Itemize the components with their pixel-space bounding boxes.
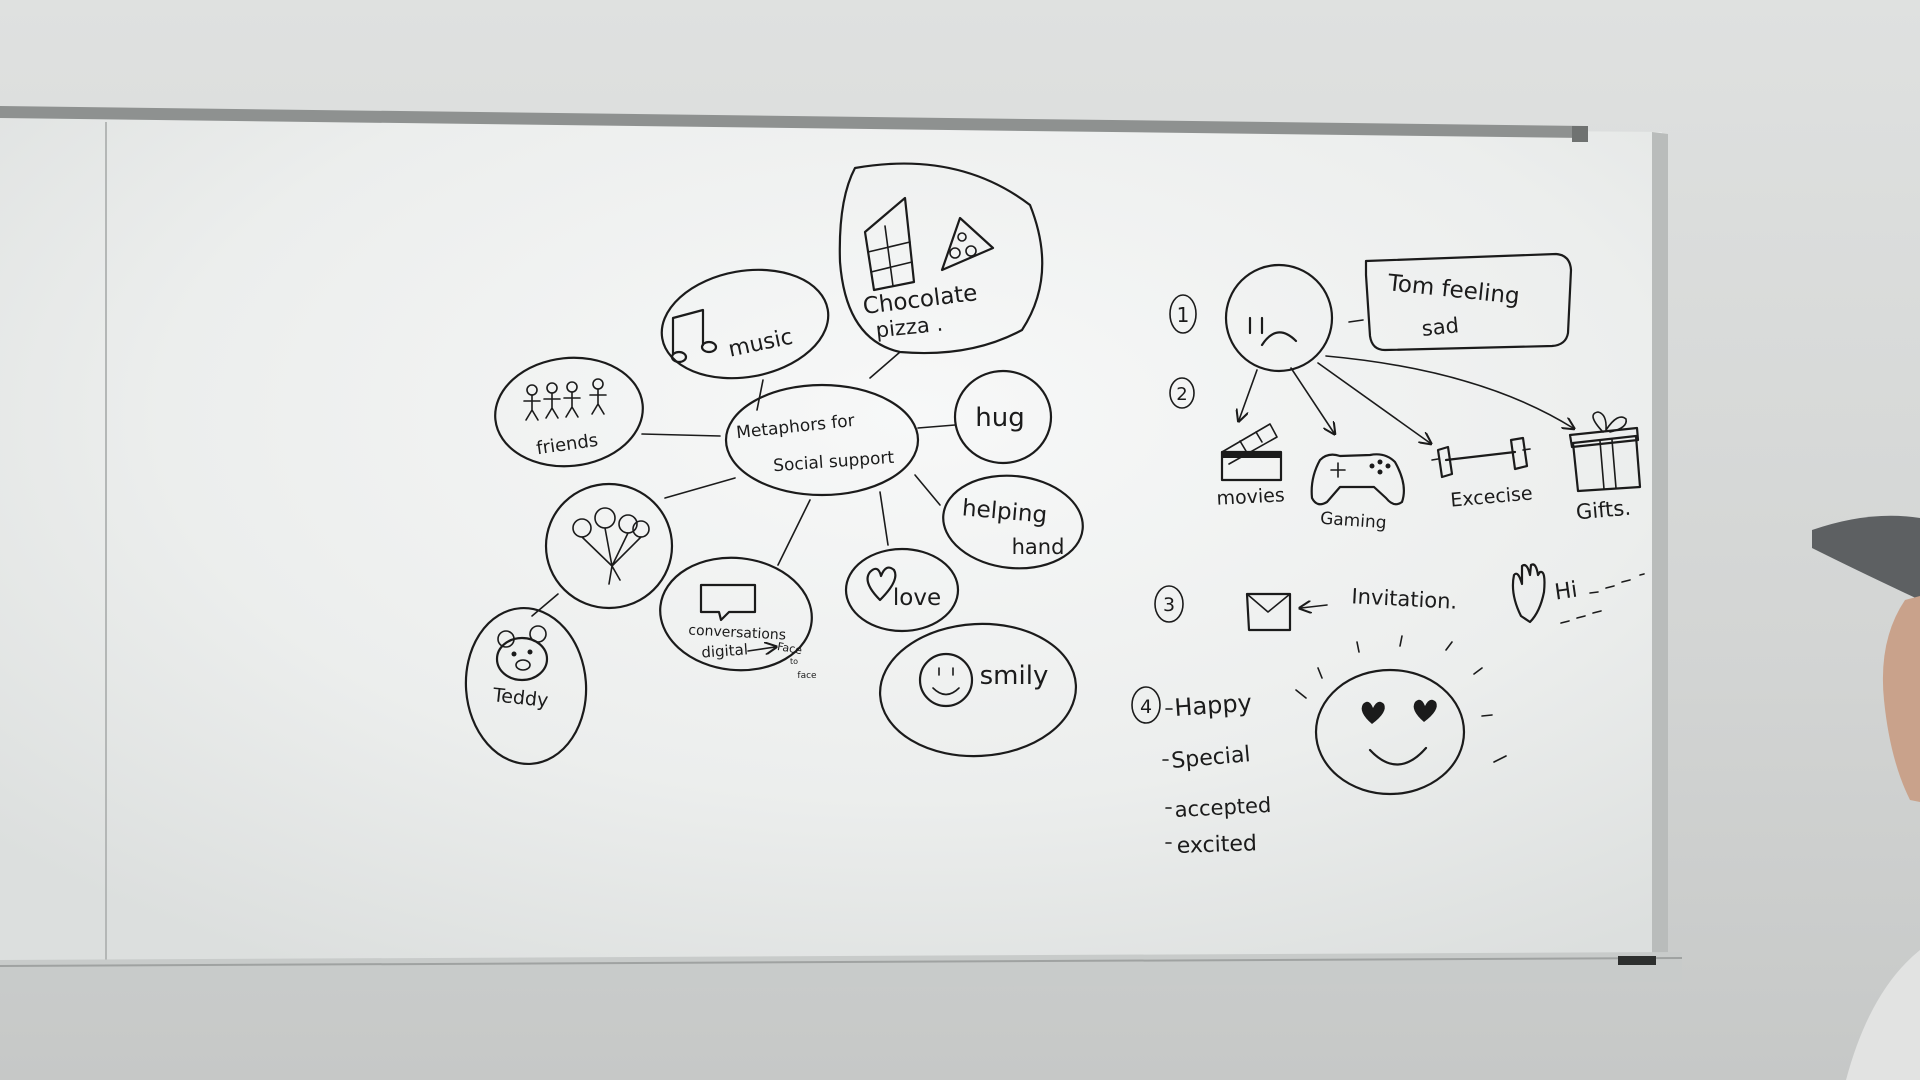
top-rail-cap [1572,126,1588,142]
smiley-face-icon [918,652,974,708]
speech-bubble-icon [699,583,757,622]
step2-number: 2 [1176,384,1187,405]
mindmap-music-node: music [660,268,830,380]
feeling-excited: excited [1176,831,1257,859]
brand-label [1618,956,1656,965]
hug-label: hug [975,403,1024,433]
conversations-label: conversations [688,622,786,643]
digital-to-face-arrow [747,647,775,651]
whiteboard-surface [0,118,1662,966]
person-face [1882,596,1920,802]
person-shoulder [1846,950,1920,1080]
mindmap-teddy-node: Teddy [464,606,588,766]
mindmap-love-node: love [844,547,960,633]
game-controller-icon [1310,453,1405,506]
mindmap-smily-node: smily [878,622,1078,758]
step4: 4 Happy Special accepted excited [1131,635,1507,859]
digital-label: digital [701,640,749,661]
step2-arrows [1239,355,1573,443]
heart-eyes-smiley-icon [1295,635,1507,796]
smily-label: smily [980,661,1049,691]
step3: 3 Invitation. Hi [1154,563,1645,632]
mindmap-conversations-node: conversations digital Face to face [659,556,817,681]
love-label: love [893,585,941,611]
top-rail [0,106,1585,138]
face2-label: face [797,671,817,681]
greeting-dashes [1560,573,1645,624]
whiteboard-frame-right [1652,132,1668,955]
step3-number: 3 [1163,594,1175,616]
step2: 2 movies Gaming Exceci [1169,355,1642,534]
people-icon [523,378,607,421]
waving-hand-icon [1511,563,1546,624]
person-cap [1812,515,1920,600]
teddy-bear-icon [495,625,549,682]
mindmap-helping-hand-node: helping hand [942,474,1084,570]
flower-bouquet-icon [572,507,650,585]
mindmap-connectors [531,351,956,617]
mindmap-hug-node: hug [953,369,1053,465]
face-to-note-connector [1348,319,1364,323]
chocolate-bar-icon [863,196,916,292]
face-label: Face [776,640,803,657]
helping-hand-label-line2: hand [1012,535,1065,559]
thought-note-box [1364,252,1573,352]
invitation-arrow [1301,605,1328,608]
step1-number: 1 [1177,303,1190,327]
music-note-icon [670,308,718,364]
feeling-happy: Happy [1173,689,1252,722]
invitation-label: Invitation. [1351,584,1458,614]
tray-edge [0,957,1683,967]
gift-box-icon [1568,411,1642,493]
sad-face-icon [1224,263,1334,373]
feeling-accepted: accepted [1174,793,1272,822]
step4-number: 4 [1140,696,1152,718]
clapperboard-icon [1220,423,1283,482]
mindmap-bouquet-node [544,482,674,610]
gifts-label: Gifts. [1575,496,1632,525]
movies-label: movies [1216,484,1285,510]
greeting-label: Hi [1553,578,1579,606]
marker-tray [0,952,1682,992]
envelope-icon [1245,592,1292,632]
note-line2: sad [1421,313,1460,341]
dumbbell-icon [1431,436,1531,479]
pizza-slice-icon [940,216,995,272]
feelings-list: Happy Special accepted excited [1162,689,1272,859]
gaming-label: Gaming [1320,509,1388,534]
to-label: to [790,657,798,666]
heart-icon [866,566,897,602]
